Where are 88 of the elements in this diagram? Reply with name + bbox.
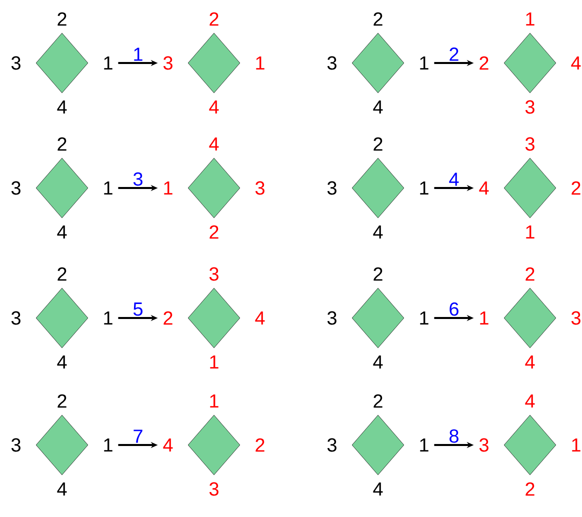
vertex-number: 3 xyxy=(11,311,20,325)
vertex-number: 4 xyxy=(571,56,581,70)
vertex-number: 1 xyxy=(420,311,428,325)
edge-label: 2 xyxy=(450,48,458,61)
vertex-number: 2 xyxy=(58,267,66,281)
vertex-number: 3 xyxy=(479,438,488,452)
vertex-number: 1 xyxy=(420,56,428,70)
vertex-number: 3 xyxy=(209,267,218,281)
diamond-shape xyxy=(504,414,556,476)
vertex-number: 2 xyxy=(58,12,66,26)
vertex-number: 1 xyxy=(420,438,428,452)
edge-label: 8 xyxy=(450,429,458,443)
vertex-number: 2 xyxy=(210,12,218,26)
diamond-shape xyxy=(36,158,88,218)
vertex-number: 3 xyxy=(327,181,336,195)
vertex-number: 4 xyxy=(57,355,67,369)
diamond-shape xyxy=(188,158,240,218)
vertex-number: 1 xyxy=(480,311,488,325)
vertex-number: 2 xyxy=(256,438,264,452)
vertex-number: 1 xyxy=(256,56,264,70)
vertex-number: 1 xyxy=(104,311,112,325)
vertex-number: 4 xyxy=(163,438,173,452)
edge-label: 5 xyxy=(133,302,142,316)
diamond-shape xyxy=(352,158,404,218)
edge-label: 7 xyxy=(134,430,142,443)
vertex-number: 2 xyxy=(526,267,534,281)
vertex-number: 2 xyxy=(374,12,382,26)
diamond-shape xyxy=(188,32,240,94)
diamond-shape xyxy=(36,414,88,476)
vertex-number: 1 xyxy=(104,438,112,452)
vertex-number: 4 xyxy=(525,394,535,408)
diamond-shape xyxy=(36,288,88,348)
vertex-number: 2 xyxy=(526,482,534,496)
diamond-shape xyxy=(36,32,88,94)
vertex-number: 4 xyxy=(209,100,219,114)
vertex-number: 1 xyxy=(572,438,580,452)
vertex-number: 3 xyxy=(11,438,20,452)
vertex-number: 3 xyxy=(163,56,172,70)
diamond-shape xyxy=(352,32,404,94)
diamond-shape xyxy=(504,32,556,94)
vertex-number: 3 xyxy=(255,181,264,195)
vertex-number: 4 xyxy=(57,225,67,239)
edge-label: 4 xyxy=(449,172,459,186)
vertex-number: 1 xyxy=(104,181,112,195)
vertex-number: 3 xyxy=(525,137,534,151)
vertex-number: 1 xyxy=(526,225,534,239)
vertex-number: 2 xyxy=(480,56,488,70)
vertex-number: 3 xyxy=(327,438,336,452)
edge-label: 6 xyxy=(450,302,458,316)
vertex-number: 2 xyxy=(164,311,172,325)
diamond-shape xyxy=(188,288,240,348)
vertex-number: 4 xyxy=(373,355,383,369)
vertex-number: 3 xyxy=(327,311,336,325)
vertex-number: 1 xyxy=(420,181,428,195)
vertex-number: 3 xyxy=(327,56,336,70)
vertex-number: 1 xyxy=(164,181,172,195)
vertex-number: 2 xyxy=(374,137,382,151)
vertex-number: 4 xyxy=(57,482,67,496)
diamond-shape xyxy=(352,288,404,348)
diamond-shape xyxy=(504,288,556,348)
vertex-number: 2 xyxy=(58,137,66,151)
vertex-number: 2 xyxy=(58,394,66,408)
vertex-number: 4 xyxy=(209,137,219,151)
vertex-number: 4 xyxy=(479,181,489,195)
vertex-number: 3 xyxy=(525,100,534,114)
vertex-number: 4 xyxy=(57,100,67,114)
vertex-number: 2 xyxy=(374,394,382,408)
vertex-number: 3 xyxy=(209,482,218,496)
vertex-number: 3 xyxy=(11,56,20,70)
vertex-number: 2 xyxy=(374,267,382,281)
diamond-shape xyxy=(188,414,240,476)
vertex-number: 4 xyxy=(373,100,383,114)
diamond-shape xyxy=(352,414,404,476)
vertex-number: 4 xyxy=(255,311,265,325)
vertex-number: 1 xyxy=(210,394,218,408)
vertex-number: 2 xyxy=(210,225,218,239)
vertex-number: 2 xyxy=(572,181,580,195)
vertex-number: 1 xyxy=(210,355,218,369)
vertex-number: 4 xyxy=(373,225,383,239)
vertex-number: 4 xyxy=(373,482,383,496)
edge-label: 3 xyxy=(133,172,142,186)
vertex-number: 4 xyxy=(525,355,535,369)
vertex-number: 3 xyxy=(571,311,580,325)
vertex-number: 1 xyxy=(526,12,534,26)
diamond-shape xyxy=(504,158,556,218)
vertex-number: 3 xyxy=(11,181,20,195)
vertex-number: 1 xyxy=(104,56,112,70)
edge-label: 1 xyxy=(134,48,142,61)
